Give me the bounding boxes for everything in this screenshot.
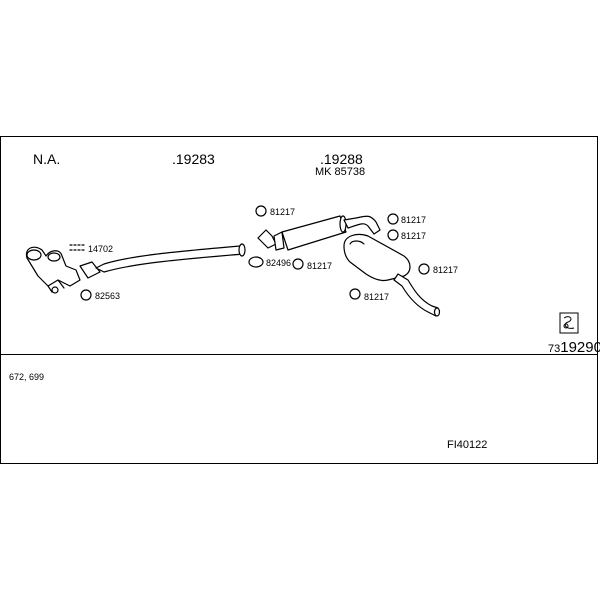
gasket-rings — [80, 205, 430, 301]
system-code: 7319290 — [548, 340, 600, 356]
part-label-81217: 81217 — [364, 292, 390, 302]
na-label: N.A. — [33, 151, 61, 167]
assembly-info-icon — [559, 312, 579, 334]
part-label-81217: 81217 — [401, 231, 427, 241]
bolt-icon — [69, 244, 85, 251]
reference-code: FI40122 — [447, 439, 488, 451]
front-pipe — [79, 243, 246, 279]
system-code-main: 19290 — [560, 339, 600, 356]
section-divider — [0, 354, 598, 355]
system-code-prefix: 73 — [548, 343, 561, 355]
part-label-81217: 81217 — [270, 207, 296, 217]
part-label-14702: 14702 — [88, 244, 114, 254]
center-muffler — [257, 215, 381, 251]
part-number-19283: .19283 — [172, 151, 215, 167]
part-label-82563: 82563 — [95, 291, 121, 301]
model-codes: 672, 699 — [9, 372, 45, 382]
diagram-frame — [0, 136, 598, 464]
rear-muffler — [343, 233, 441, 317]
kit-label: MK 85738 — [315, 166, 366, 178]
part-label-82496: 82496 — [266, 258, 292, 268]
part-label-81217: 81217 — [401, 215, 427, 225]
part-label-81217: 81217 — [433, 265, 459, 275]
part-label-81217: 81217 — [307, 261, 333, 271]
part-number-19288: .19288 — [320, 151, 363, 167]
exhaust-manifold — [25, 246, 81, 294]
